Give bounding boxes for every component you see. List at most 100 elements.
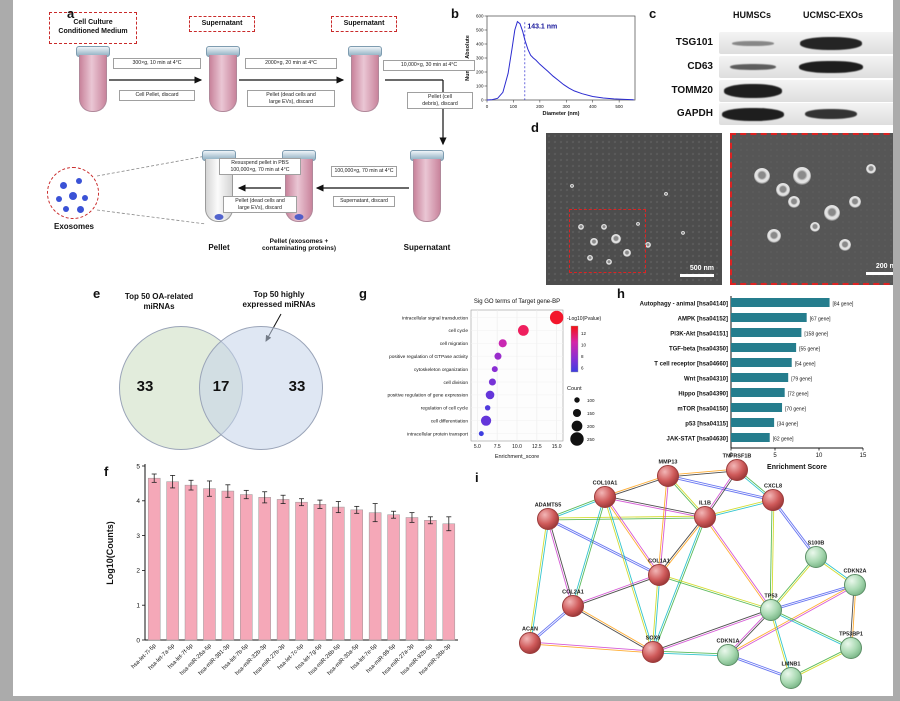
step-1-discard: Cell Pellet, discard xyxy=(119,90,195,101)
x-tick-label: 0 xyxy=(729,453,733,459)
ppi-edge xyxy=(571,496,605,606)
ppi-edge xyxy=(572,573,659,606)
exosome-vesicle xyxy=(824,205,841,222)
bar xyxy=(166,481,179,641)
gene-count-label: [79 gene] xyxy=(791,377,812,383)
ppi-edge xyxy=(604,497,705,519)
gene-count-label: [70 gene] xyxy=(785,407,806,413)
y-axis-title: Number Absolute xyxy=(465,35,471,81)
pathway-label: Hippo [hsa04390] xyxy=(678,392,728,398)
ppi-edge xyxy=(604,474,668,497)
flow-arrows xyxy=(96,76,447,225)
bar xyxy=(147,477,161,641)
gene-count-label: [67 gene] xyxy=(810,317,831,323)
legend-size-dot xyxy=(570,432,584,446)
pathway-bar xyxy=(731,358,792,367)
blot-band xyxy=(800,36,862,50)
ppi-edge xyxy=(573,497,607,607)
blot-protein-label: GAPDH xyxy=(676,108,713,119)
exosome-vesicle xyxy=(809,221,820,232)
peak-label: 143.1 nm xyxy=(527,23,557,30)
pellet-dot xyxy=(294,214,304,220)
pathway-label: Wnt [hsa04310] xyxy=(684,377,728,383)
x-tick-label: 200 xyxy=(536,104,544,109)
ppi-node-label: TP53 xyxy=(764,594,777,600)
ppi-edge xyxy=(572,606,653,654)
panel-b-letter: b xyxy=(451,6,459,21)
blot-strip xyxy=(719,32,900,54)
ppi-node-label: SOX9 xyxy=(646,636,661,642)
go-dot xyxy=(491,366,498,373)
ppi-edge xyxy=(770,610,851,650)
exosome-dot xyxy=(63,206,69,212)
ppi-edge xyxy=(651,574,659,652)
go-term-label: cytoskeleton organization xyxy=(414,367,468,373)
y-tick-label: 1 xyxy=(136,603,140,610)
tem-scale-label: 500 nm xyxy=(689,265,714,272)
exosome-vesicle xyxy=(663,191,668,196)
tem-image-overview: 500 nm xyxy=(546,133,722,285)
ppi-edge xyxy=(547,515,705,519)
blot-protein-label: TSG101 xyxy=(675,37,713,48)
label-exosomes: Exosomes xyxy=(53,222,95,231)
gene-count-label: [72 gene] xyxy=(788,392,809,398)
bar xyxy=(184,484,198,641)
panel-e-letter: e xyxy=(93,286,101,301)
ppi-edge xyxy=(605,495,706,517)
venn-count-overlap: 17 xyxy=(212,378,230,395)
legend-size-dot xyxy=(572,408,582,418)
panel-h-letter: h xyxy=(617,286,625,301)
ppi-edge xyxy=(548,517,706,521)
ppi-edge xyxy=(652,652,728,657)
x-tick-label: 15 xyxy=(860,453,867,459)
gene-count-label: [34 gene] xyxy=(777,422,798,428)
ppi-edge xyxy=(530,641,654,652)
ppi-node-label: LMNB1 xyxy=(782,662,801,668)
ppi-node-label: CDKN1A xyxy=(717,639,740,645)
ppi-edge xyxy=(659,517,707,576)
exosomes-magnifier-circle xyxy=(47,167,99,219)
exosome-vesicle xyxy=(622,249,631,258)
y-tick-label: 600 xyxy=(476,14,484,19)
exosome-vesicle xyxy=(681,231,686,236)
tube-conditioned-medium xyxy=(76,46,110,112)
ppi-edge xyxy=(651,516,705,652)
tube-body xyxy=(209,55,237,112)
x-tick-label: 15.0 xyxy=(552,444,562,450)
pathway-bar xyxy=(731,313,807,322)
blot-band xyxy=(722,107,784,121)
tem-scale-label: 200 nm xyxy=(875,263,900,270)
exosome-vesicle xyxy=(793,167,812,186)
go-dot xyxy=(517,325,529,336)
ppi-network: ADAMTS5COL10A1MMP13TNFRSF1BCXCL8IL1BCOL1… xyxy=(519,454,866,689)
exosome-dot xyxy=(76,178,82,184)
go-term-label: cell division xyxy=(443,380,468,386)
pathway-bar xyxy=(731,328,802,337)
x-axis-title: Diameter (nm) xyxy=(543,111,580,117)
y-axis-title: Log10(Counts) xyxy=(105,521,115,585)
bar xyxy=(350,509,363,641)
exosome-vesicle xyxy=(849,195,862,208)
ppi-edge xyxy=(790,646,851,678)
tem-image-zoomed: 200 nm xyxy=(730,133,900,285)
bar xyxy=(240,494,253,641)
pathway-bar xyxy=(731,433,770,442)
legend-color-title: -Log10(Pvalue) xyxy=(567,316,602,322)
step-4-discard: Pellet (dead cells and large EVs), disca… xyxy=(223,196,297,213)
ppi-edge xyxy=(603,497,659,576)
bar xyxy=(387,514,400,641)
x-tick-label: 12.5 xyxy=(532,444,542,450)
x-tick-label: 300 xyxy=(563,104,571,109)
x-tick-label: 100 xyxy=(510,104,518,109)
venn-count-left: 33 xyxy=(136,378,154,395)
y-tick-label: 0 xyxy=(136,637,140,644)
x-axis-title: Enrichment Score xyxy=(767,464,827,471)
step-2-spin: 2000×g, 20 min at 4°C xyxy=(245,58,337,69)
x-tick-label: 10 xyxy=(816,453,823,459)
ppi-edge xyxy=(791,648,852,680)
go-dot xyxy=(494,352,502,360)
ppi-edge xyxy=(667,476,773,502)
legend-color-tick: 10 xyxy=(581,343,587,348)
step-5-discard: Supernatant, discard xyxy=(333,196,395,207)
